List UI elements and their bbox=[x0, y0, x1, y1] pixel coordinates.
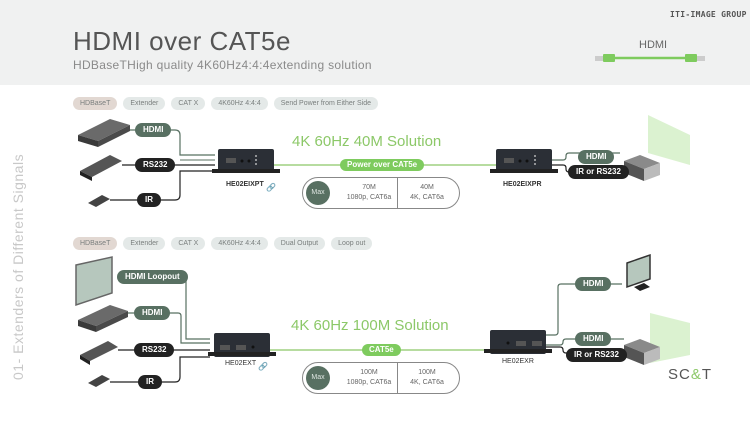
diagram-2-graphics bbox=[75, 253, 690, 387]
link-icon[interactable]: 🔗 bbox=[258, 362, 268, 371]
legend-label: HDMI bbox=[639, 39, 668, 51]
diagram-1: HDMI RS232 IR HE02EIXPT 🔗 4K 60Hz 40M So… bbox=[0, 115, 750, 225]
spec-detail: 4K, CAT6a bbox=[410, 379, 444, 386]
spec-box: Max 100M 1080p, CAT6a 100M 4K, CAT6a bbox=[302, 362, 460, 394]
transmitter-device-icon bbox=[212, 149, 280, 173]
spec-4k: 40M 4K, CAT6a bbox=[401, 183, 453, 203]
tag: CAT X bbox=[171, 97, 206, 110]
tag: Loop out bbox=[331, 237, 373, 250]
page-title: HDMI over CAT5e bbox=[73, 26, 291, 56]
monitor-icon bbox=[626, 253, 651, 291]
logo-text: T bbox=[701, 366, 713, 383]
tag: 4K60Hz 4:4:4 bbox=[211, 97, 268, 110]
keyboard-icon bbox=[80, 155, 122, 181]
spec-detail: 4K, CAT6a bbox=[410, 194, 444, 201]
input-pill-rs232: RS232 bbox=[134, 343, 175, 357]
remote-icon bbox=[88, 195, 110, 207]
cable-label: Power over CAT5e bbox=[340, 159, 425, 171]
tag: Send Power from Either Side bbox=[273, 97, 379, 110]
tag: Extender bbox=[123, 97, 166, 110]
feature-tags-1: HDBaseT Extender CAT X 4K60Hz 4:4:4 Send… bbox=[73, 97, 379, 110]
input-pill-hdmi: HDMI bbox=[135, 123, 172, 137]
max-badge: Max bbox=[306, 181, 330, 205]
av-source-icon bbox=[78, 119, 130, 147]
tag: Dual Output bbox=[273, 237, 326, 250]
solution-title: 4K 60Hz 40M Solution bbox=[292, 133, 442, 150]
spec-distance: 100M bbox=[360, 369, 378, 376]
spec-detail: 1080p, CAT6a bbox=[346, 194, 392, 201]
keyboard-icon bbox=[80, 341, 118, 365]
projector-icon bbox=[624, 313, 690, 365]
input-pill-hdmi-loopout: HDMI Loopout bbox=[117, 270, 188, 284]
spec-distance: 100M bbox=[418, 369, 436, 376]
receiver-label: HE02EIXPR bbox=[503, 181, 542, 188]
spec-detail: 1080p, CAT6a bbox=[346, 379, 392, 386]
spec-1080p: 70M 1080p, CAT6a bbox=[343, 183, 395, 203]
receiver-label: HE02EXR bbox=[502, 358, 534, 365]
hdmi-cable-icon bbox=[595, 54, 705, 62]
spec-4k: 100M 4K, CAT6a bbox=[401, 368, 453, 388]
remote-icon bbox=[88, 375, 110, 387]
company-logo: SC&T bbox=[668, 366, 712, 383]
header-band bbox=[0, 0, 750, 85]
input-pill-hdmi: HDMI bbox=[134, 306, 171, 320]
logo-text: SC bbox=[668, 366, 691, 383]
output-pill-ir-rs232: IR or RS232 bbox=[566, 348, 627, 362]
link-icon[interactable]: 🔗 bbox=[266, 183, 276, 192]
solution-title: 4K 60Hz 100M Solution bbox=[291, 317, 449, 334]
feature-tags-2: HDBaseT Extender CAT X 4K60Hz 4:4:4 Dual… bbox=[73, 237, 373, 250]
output-pill-hdmi-1: HDMI bbox=[575, 277, 612, 291]
spec-divider bbox=[397, 363, 398, 393]
transmitter-device-icon bbox=[208, 333, 276, 357]
display-icon bbox=[75, 256, 113, 307]
input-pill-ir: IR bbox=[138, 375, 162, 389]
spec-distance: 40M bbox=[420, 184, 434, 191]
diagram-2: HDMI Loopout HDMI RS232 IR HE02EXT 🔗 4K … bbox=[0, 253, 750, 405]
tag: CAT X bbox=[171, 237, 206, 250]
tag: HDBaseT bbox=[73, 237, 118, 250]
logo-ampersand: & bbox=[690, 366, 702, 383]
receiver-device-icon bbox=[490, 149, 558, 173]
projector-icon bbox=[624, 115, 690, 181]
output-pill-ir-rs232: IR or RS232 bbox=[568, 165, 629, 179]
transmitter-label: HE02EIXPT bbox=[226, 181, 264, 188]
receiver-device-icon bbox=[484, 330, 552, 354]
page-subtitle: HDBaseTHigh quality 4K60Hz4:4:4extending… bbox=[73, 58, 372, 72]
spec-box: Max 70M 1080p, CAT6a 40M 4K, CAT6a bbox=[302, 177, 460, 209]
max-badge: Max bbox=[306, 366, 330, 390]
brand-logo: ITI-IMAGE GROUP bbox=[670, 10, 747, 19]
input-pill-rs232: RS232 bbox=[135, 158, 176, 172]
output-pill-hdmi-2: HDMI bbox=[575, 332, 612, 346]
tag: 4K60Hz 4:4:4 bbox=[211, 237, 268, 250]
tag: Extender bbox=[123, 237, 166, 250]
output-pill-hdmi: HDMI bbox=[578, 150, 615, 164]
spec-divider bbox=[397, 178, 398, 208]
cable-label: CAT5e bbox=[362, 344, 401, 356]
input-pill-ir: IR bbox=[137, 193, 161, 207]
transmitter-label: HE02EXT bbox=[225, 360, 257, 367]
spec-distance: 70M bbox=[362, 184, 376, 191]
spec-1080p: 100M 1080p, CAT6a bbox=[343, 368, 395, 388]
tag: HDBaseT bbox=[73, 97, 118, 110]
av-source-icon bbox=[78, 305, 128, 332]
